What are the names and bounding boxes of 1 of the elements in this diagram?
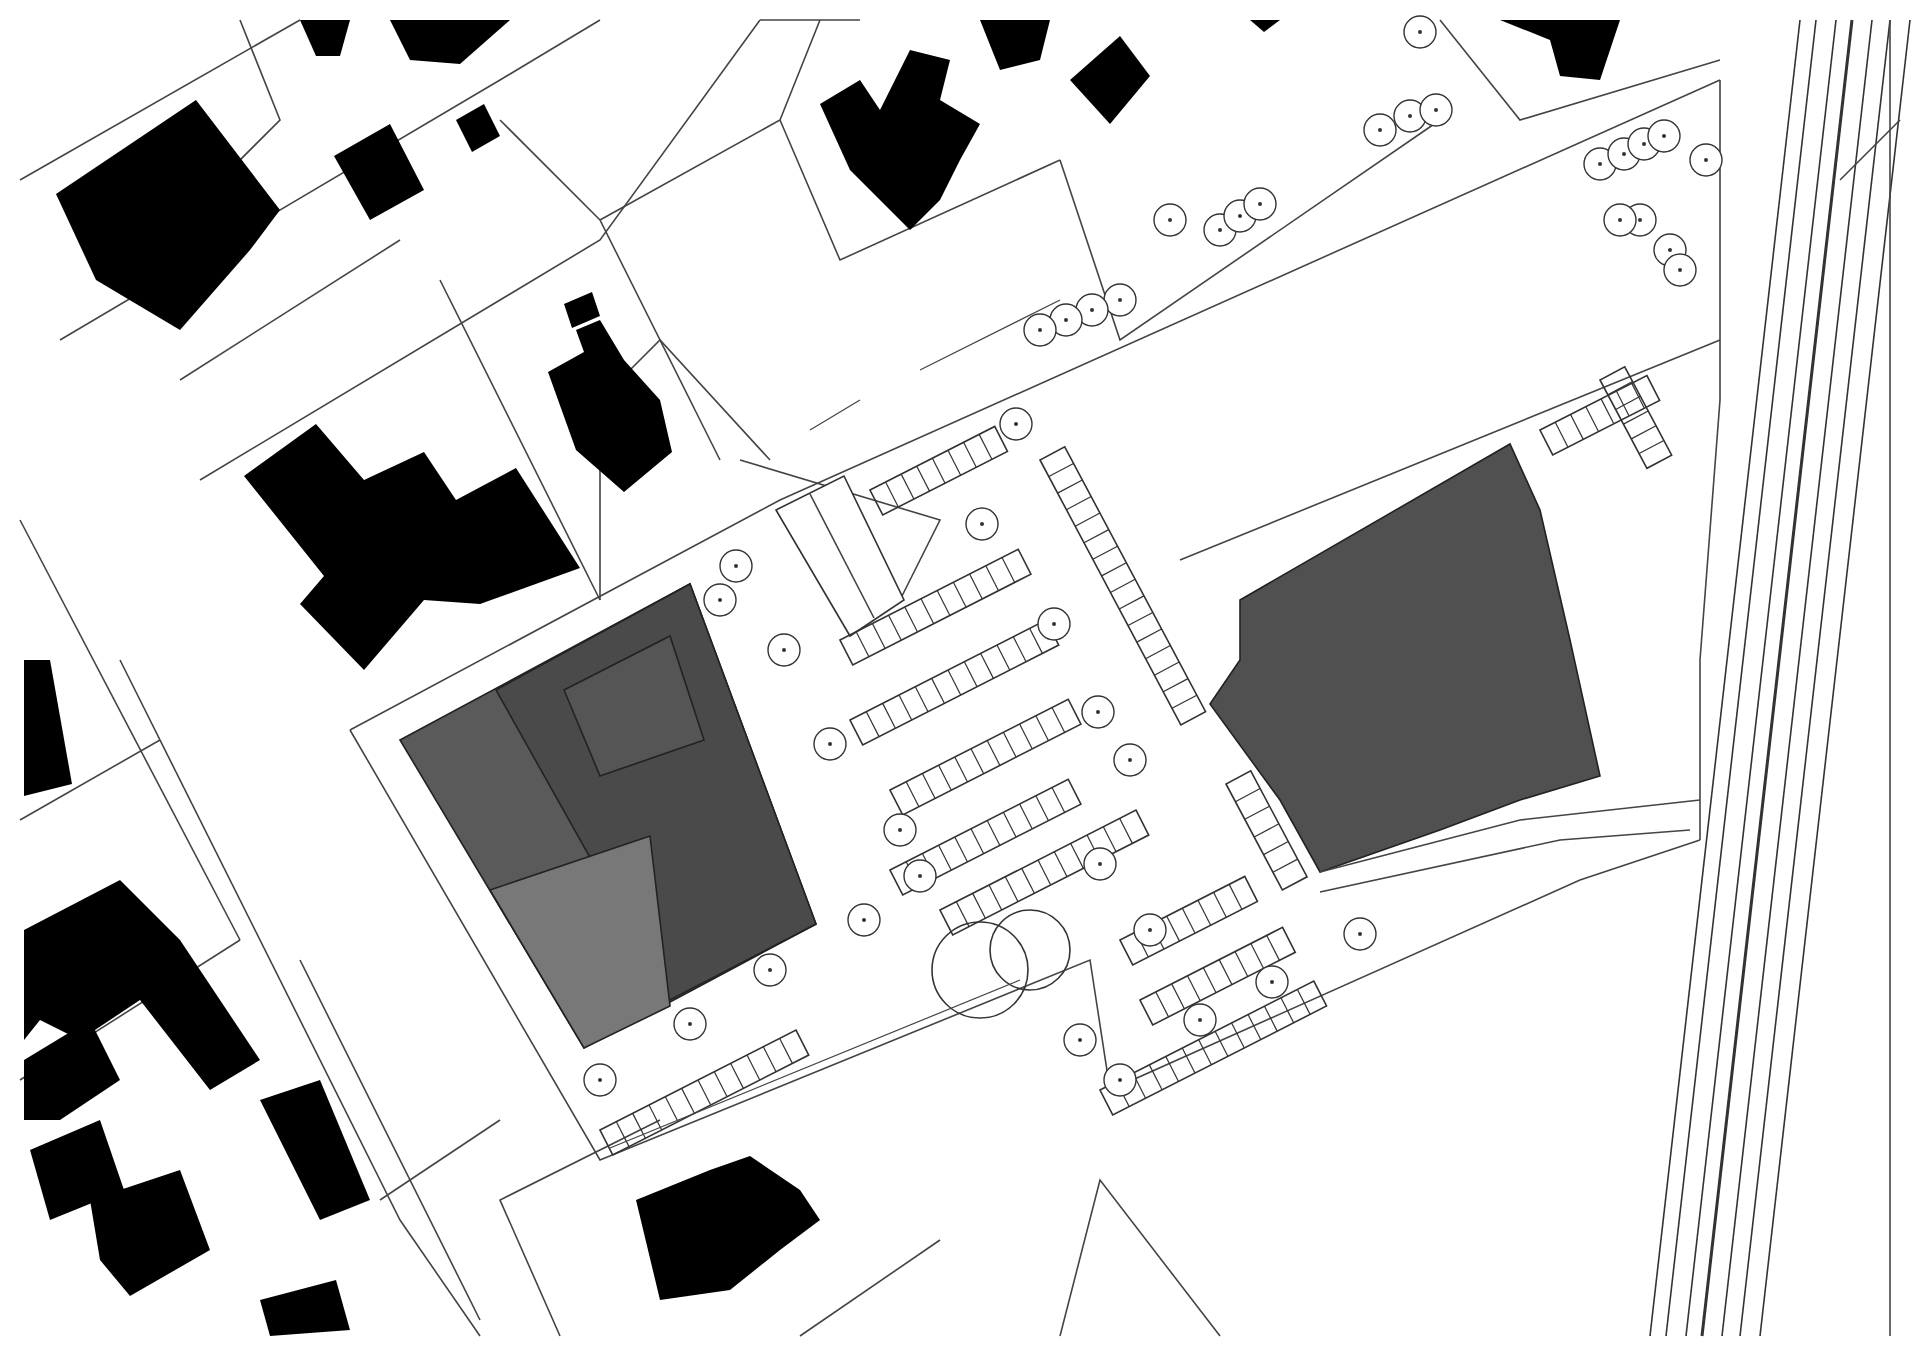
site-plan-drawing [19,15,1911,1337]
